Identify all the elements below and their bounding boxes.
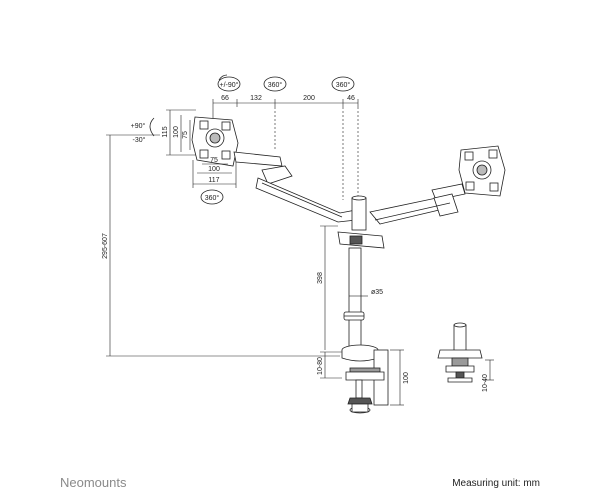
dim-clamp-range: 10-80 [317, 357, 324, 375]
rotation-icon-a: 360° [263, 76, 287, 92]
vesa-horizontal-dims [192, 160, 237, 188]
dim-top-200: 200 [303, 95, 315, 102]
dim-vesa-75: 75 [182, 131, 189, 139]
dim-clamp-height: 100 [403, 372, 410, 384]
rotation-a-label: 360° [268, 81, 283, 89]
grommet-range-dim [485, 359, 494, 381]
dim-vesa-h-100: 100 [208, 166, 220, 173]
rotation-b-label: 360° [336, 81, 351, 89]
dim-top-132: 132 [250, 95, 262, 102]
overall-height-dim [106, 134, 340, 357]
right-arm [369, 183, 466, 225]
dim-vesa-h-75: 75 [210, 157, 218, 164]
rotation-icon-b: 360° [331, 76, 355, 92]
measuring-unit: Measuring unit: mm [452, 478, 540, 489]
rotation-icon-swivel: +/-90° [217, 74, 241, 92]
grommet-mount [437, 322, 483, 383]
dim-pole-diameter: ø35 [371, 289, 383, 296]
brand-logo: Neomounts [60, 475, 127, 490]
vesa-vertical-dims [166, 109, 196, 156]
pole-height-dim [320, 225, 338, 350]
pole [343, 247, 365, 349]
tilt-icon: +90° -30° [131, 117, 155, 144]
column-hub [337, 195, 385, 249]
swivel-label: +/-90° [220, 81, 239, 89]
dim-overall-height: 295-607 [102, 233, 109, 259]
rotation-icon-c: 360° [200, 189, 224, 205]
dim-top-66: 66 [221, 95, 229, 102]
dim-vesa-100: 100 [173, 126, 180, 138]
left-arm [233, 151, 357, 223]
clamp-range-dim [320, 349, 404, 406]
tilt-down-label: -30° [133, 136, 146, 144]
dim-grommet-range: 10-40 [482, 374, 489, 392]
dim-pole-height: 398 [317, 272, 324, 284]
left-vesa-plate [191, 116, 239, 167]
rotation-c-label: 360° [205, 194, 220, 202]
right-vesa-plate [458, 145, 506, 197]
dim-vesa-h-117: 117 [208, 177, 219, 184]
dim-top-46: 46 [347, 95, 355, 102]
tilt-up-label: +90° [131, 122, 146, 130]
dim-vesa-115: 115 [162, 126, 169, 137]
desk-clamp [341, 344, 389, 414]
